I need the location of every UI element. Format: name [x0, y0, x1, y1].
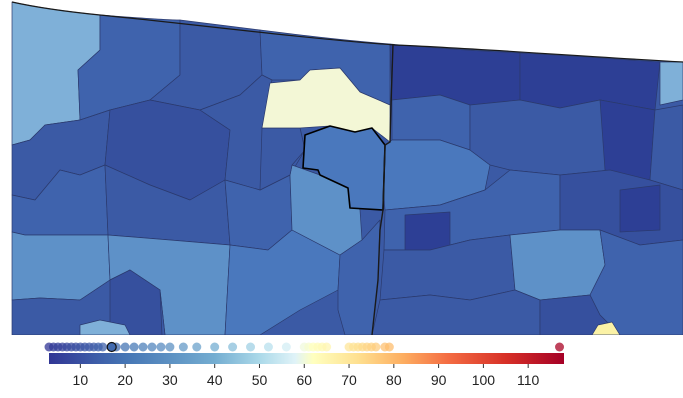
legend-tick-label: 10: [73, 372, 89, 388]
legend-point: [165, 342, 175, 352]
legend-point: [228, 342, 238, 352]
county-region[interactable]: [509, 229, 606, 301]
legend-point: [156, 342, 166, 352]
county-region[interactable]: [599, 99, 656, 181]
county-region[interactable]: [389, 43, 521, 106]
legend-color-bar: [49, 353, 564, 364]
legend-tick-label: 70: [341, 372, 357, 388]
county-region[interactable]: [589, 229, 683, 335]
legend-tick-label: 40: [207, 372, 223, 388]
legend-tick-label: 30: [162, 372, 178, 388]
legend-point: [263, 342, 273, 352]
county-region[interactable]: [619, 184, 661, 233]
county-region[interactable]: [79, 319, 131, 335]
selected-value-marker: [106, 341, 117, 353]
legend-ticks: 10 20 30 40 50 60 70 80 90 100 110: [73, 364, 540, 388]
county-region[interactable]: [659, 61, 683, 106]
choropleth-map[interactable]: [0, 0, 683, 335]
legend-point: [555, 342, 565, 352]
northern-border-line: [11, 1, 683, 63]
legend-tick-label: 20: [117, 372, 133, 388]
legend-tick-label: 80: [386, 372, 402, 388]
highlight-small-county[interactable]: [591, 321, 621, 335]
legend-point: [147, 342, 157, 352]
legend-point: [322, 342, 332, 352]
legend-point: [384, 342, 394, 352]
legend-point: [210, 342, 220, 352]
legend-tick-label: 110: [517, 372, 540, 388]
selected-county[interactable]: [302, 125, 386, 211]
legend-point: [246, 342, 256, 352]
legend-point: [98, 342, 108, 352]
color-legend: 10 20 30 40 50 60 70 80 90 100 110: [44, 341, 565, 388]
legend-point-strip: [44, 341, 565, 353]
county-region[interactable]: [371, 289, 541, 335]
county-region[interactable]: [649, 104, 683, 191]
legend-tick-label: 60: [296, 372, 312, 388]
legend-point: [120, 342, 130, 352]
boundary-lines: [11, 1, 683, 335]
state-border-line: [371, 43, 394, 335]
legend-tick-label: 100: [472, 372, 496, 388]
legend-point: [138, 342, 148, 352]
legend-point: [371, 342, 381, 352]
county-region[interactable]: [519, 52, 661, 111]
legend-tick-label: 50: [252, 372, 268, 388]
legend-point: [192, 342, 202, 352]
county-layer: [11, 1, 683, 335]
legend-point: [281, 342, 291, 352]
legend-point: [129, 342, 139, 352]
legend-point: [178, 342, 188, 352]
legend-tick-label: 90: [431, 372, 447, 388]
